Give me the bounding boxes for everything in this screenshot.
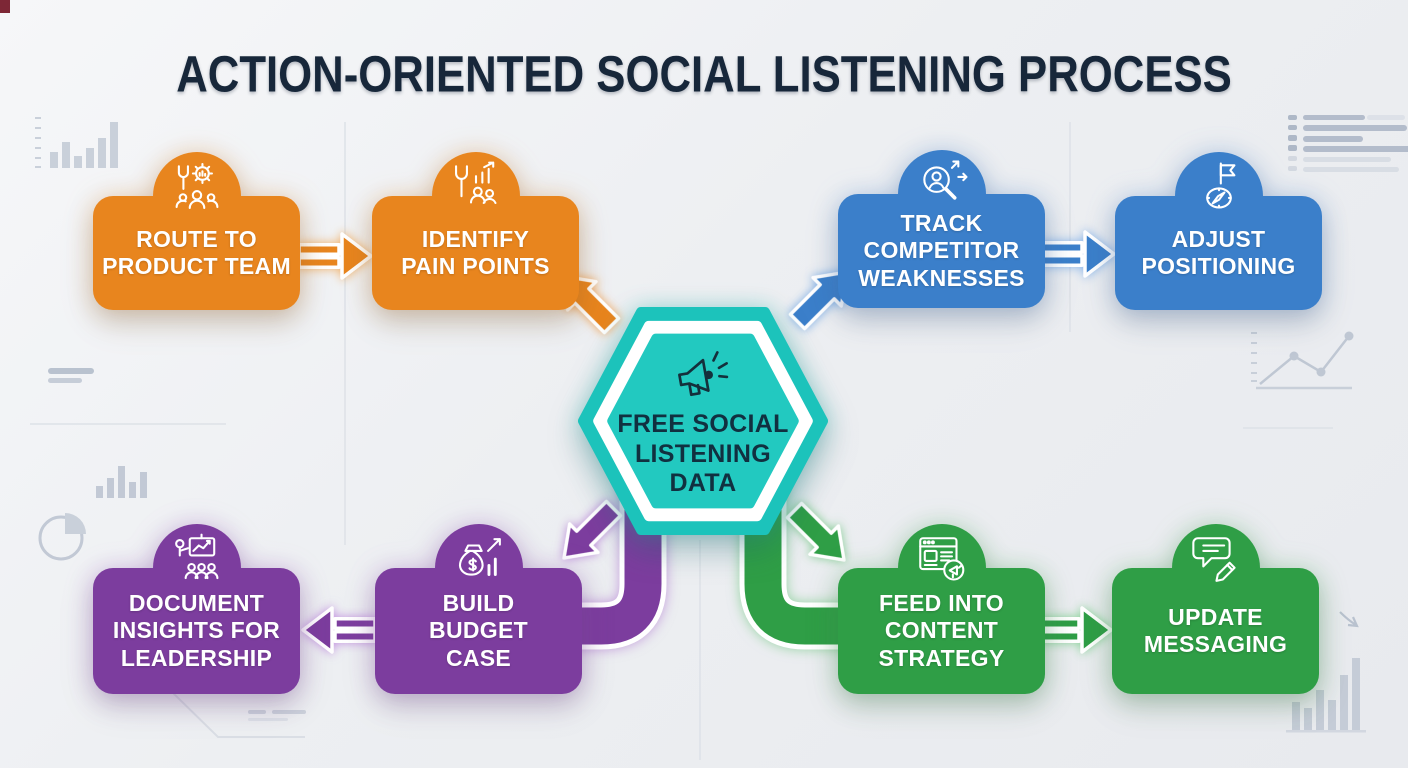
node-identify-pain-points: IDENTIFY PAIN POINTS	[372, 152, 579, 310]
arrow-feed-to-update	[1037, 606, 1113, 654]
node-label: FEED INTO CONTENT STRATEGY	[878, 590, 1005, 671]
hexagon-label: FREE SOCIAL LISTENING DATA	[617, 410, 789, 497]
decor-bar-chart-left-icon	[96, 466, 147, 498]
megaphone-icon	[678, 351, 729, 397]
webpage-megaphone-icon	[918, 537, 964, 581]
message-pencil-icon	[1191, 537, 1236, 582]
node-update-messaging: UPDATE MESSAGING	[1112, 524, 1319, 694]
node-label: UPDATE MESSAGING	[1143, 603, 1288, 657]
node-label: IDENTIFY PAIN POINTS	[401, 225, 550, 279]
node-feed-into-content-strategy: FEED INTO CONTENT STRATEGY	[838, 524, 1045, 694]
decor-bar-chart-bottom-right-icon	[1286, 658, 1366, 733]
node-box: ADJUST POSITIONING	[1115, 196, 1322, 310]
node-track-competitor-weaknesses: TRACK COMPETITOR WEAKNESSES	[838, 150, 1045, 308]
node-box: TRACK COMPETITOR WEAKNESSES	[838, 194, 1045, 308]
arrow-track-to-adjust	[1040, 230, 1116, 278]
wrench-chart-icon	[454, 161, 497, 204]
band-to-build-budget-case	[556, 485, 667, 650]
team-tools-icon	[175, 162, 218, 209]
arrow-build-to-document	[301, 606, 377, 654]
page-title: ACTION-ORIENTED SOCIAL LISTENING PROCESS	[176, 44, 1232, 103]
node-box: BUILD BUDGET CASE	[375, 568, 582, 694]
decor-lines-left-icon	[48, 368, 94, 383]
decor-pie-chart-icon	[38, 513, 86, 561]
presentation-icon	[174, 533, 218, 580]
decor-list-icon	[1288, 115, 1408, 172]
node-document-insights-leadership: DOCUMENT INSIGHTS FOR LEADERSHIP	[93, 524, 300, 694]
node-label: ROUTE TO PRODUCT TEAM	[102, 225, 291, 279]
flag-compass-icon	[1205, 162, 1235, 209]
node-route-to-product-team: ROUTE TO PRODUCT TEAM	[93, 152, 300, 310]
node-box: IDENTIFY PAIN POINTS	[372, 196, 579, 310]
grid-lines	[30, 122, 1333, 760]
node-adjust-positioning: ADJUST POSITIONING	[1115, 152, 1322, 310]
node-box: ROUTE TO PRODUCT TEAM	[93, 196, 300, 310]
decor-line-chart-icon	[1251, 331, 1354, 390]
node-box: FEED INTO CONTENT STRATEGY	[838, 568, 1045, 694]
center-hexagon: FREE SOCIAL LISTENING DATA	[577, 306, 829, 536]
money-bag-chart-icon	[458, 538, 501, 576]
node-label: TRACK COMPETITOR WEAKNESSES	[858, 210, 1025, 291]
node-box: DOCUMENT INSIGHTS FOR LEADERSHIP	[93, 568, 300, 694]
hexagon-shape	[578, 307, 828, 535]
magnifier-person-icon	[922, 160, 968, 200]
node-label: BUILD BUDGET CASE	[429, 590, 528, 671]
decor-bar-chart-top-left-icon	[35, 117, 118, 168]
node-box: UPDATE MESSAGING	[1112, 568, 1319, 694]
node-label: ADJUST POSITIONING	[1141, 225, 1296, 279]
node-build-budget-case: BUILD BUDGET CASE	[375, 524, 582, 694]
corner-accent-square	[0, 0, 10, 13]
arrow-route-to-identify	[297, 232, 373, 280]
decor-trend-arrow-icon	[1339, 611, 1359, 628]
decor-dashes-bottom	[248, 710, 306, 721]
node-label: DOCUMENT INSIGHTS FOR LEADERSHIP	[112, 590, 281, 671]
band-to-feed-content	[739, 485, 850, 650]
hexagon-content: FREE SOCIAL LISTENING DATA	[577, 306, 829, 536]
